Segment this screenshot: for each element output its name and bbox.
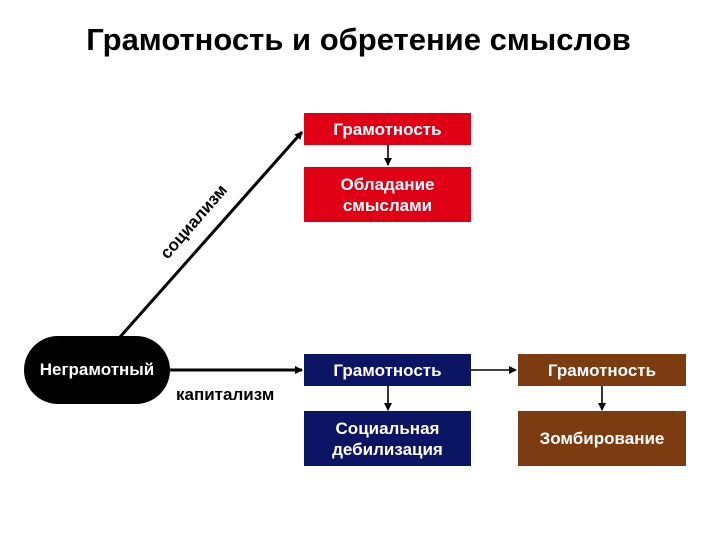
- illiterate-node: Неграмотный: [24, 336, 170, 404]
- socialism-arrow: [118, 131, 304, 338]
- social-debilization-box: Социальная дебилизация: [304, 411, 471, 466]
- diagram-title: Грамотность и обретение смыслов: [86, 22, 631, 57]
- capitalism-label: капитализм: [176, 385, 275, 404]
- meaning-possession-box: Обладание смыслами: [304, 167, 471, 222]
- zombification-box: Зомбирование: [518, 411, 686, 466]
- socialism-literacy-box: Грамотность: [304, 113, 471, 145]
- second-literacy-box: Грамотность: [518, 354, 686, 386]
- capitalism-literacy-box: Грамотность: [304, 354, 471, 386]
